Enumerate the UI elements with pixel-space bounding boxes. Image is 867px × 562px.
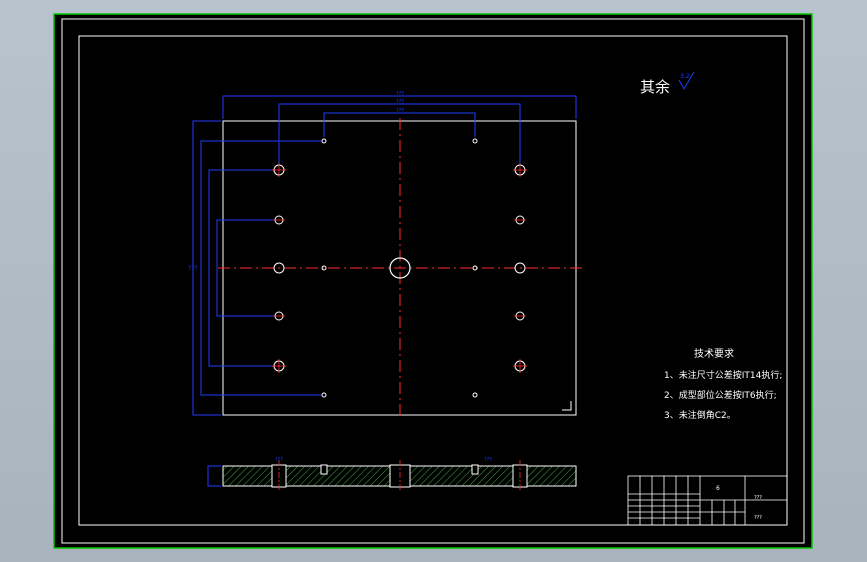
hole	[273, 262, 285, 274]
roughness-symbol-icon: 3.2	[678, 71, 695, 91]
left-dimensions	[192, 120, 321, 416]
title-block-part-name: ???	[754, 495, 762, 501]
center-bore	[389, 257, 411, 279]
tech-req-title: 技术要求	[694, 347, 734, 360]
pin-hole	[472, 392, 478, 398]
title-block-drawing-code: ???	[754, 515, 762, 521]
section-pin-hole	[320, 464, 328, 475]
roughness-value: 3.2	[680, 73, 690, 80]
viewport-background	[53, 13, 813, 549]
dim-label-holes-inner: ???	[396, 108, 404, 114]
section-view: ??? ???	[207, 457, 577, 492]
top-dimensions	[222, 95, 577, 166]
holes-layer	[272, 138, 527, 398]
section-label-left: ???	[275, 457, 283, 463]
hole-crosshairs	[272, 163, 527, 373]
tech-req-item-2: 2、成型部位公差按IT6执行;	[664, 389, 777, 401]
roughness-note: 其余	[640, 78, 670, 96]
drawing-border-outer	[61, 18, 805, 544]
pin-hole	[321, 265, 327, 271]
title-block	[627, 475, 788, 526]
dim-label-overall: ???	[396, 91, 404, 97]
section-label-right: ???	[484, 457, 492, 463]
title-block-mark: 6	[716, 485, 720, 492]
dim-label-holes-outer: ???	[396, 99, 404, 105]
pin-hole	[321, 392, 327, 398]
pin-hole	[321, 138, 327, 144]
section-thickness-dim	[207, 465, 221, 487]
drawing-border-inner	[78, 35, 788, 526]
tech-req-item-3: 3、未注倒角C2。	[664, 409, 736, 421]
section-pin-hole	[471, 464, 479, 475]
hole	[514, 262, 526, 274]
pin-hole	[472, 265, 478, 271]
pin-hole	[472, 138, 478, 144]
dim-label-left: ???	[188, 265, 198, 272]
corner-mark	[562, 401, 572, 411]
tech-req-item-1: 1、未注尺寸公差按IT14执行;	[664, 369, 782, 381]
